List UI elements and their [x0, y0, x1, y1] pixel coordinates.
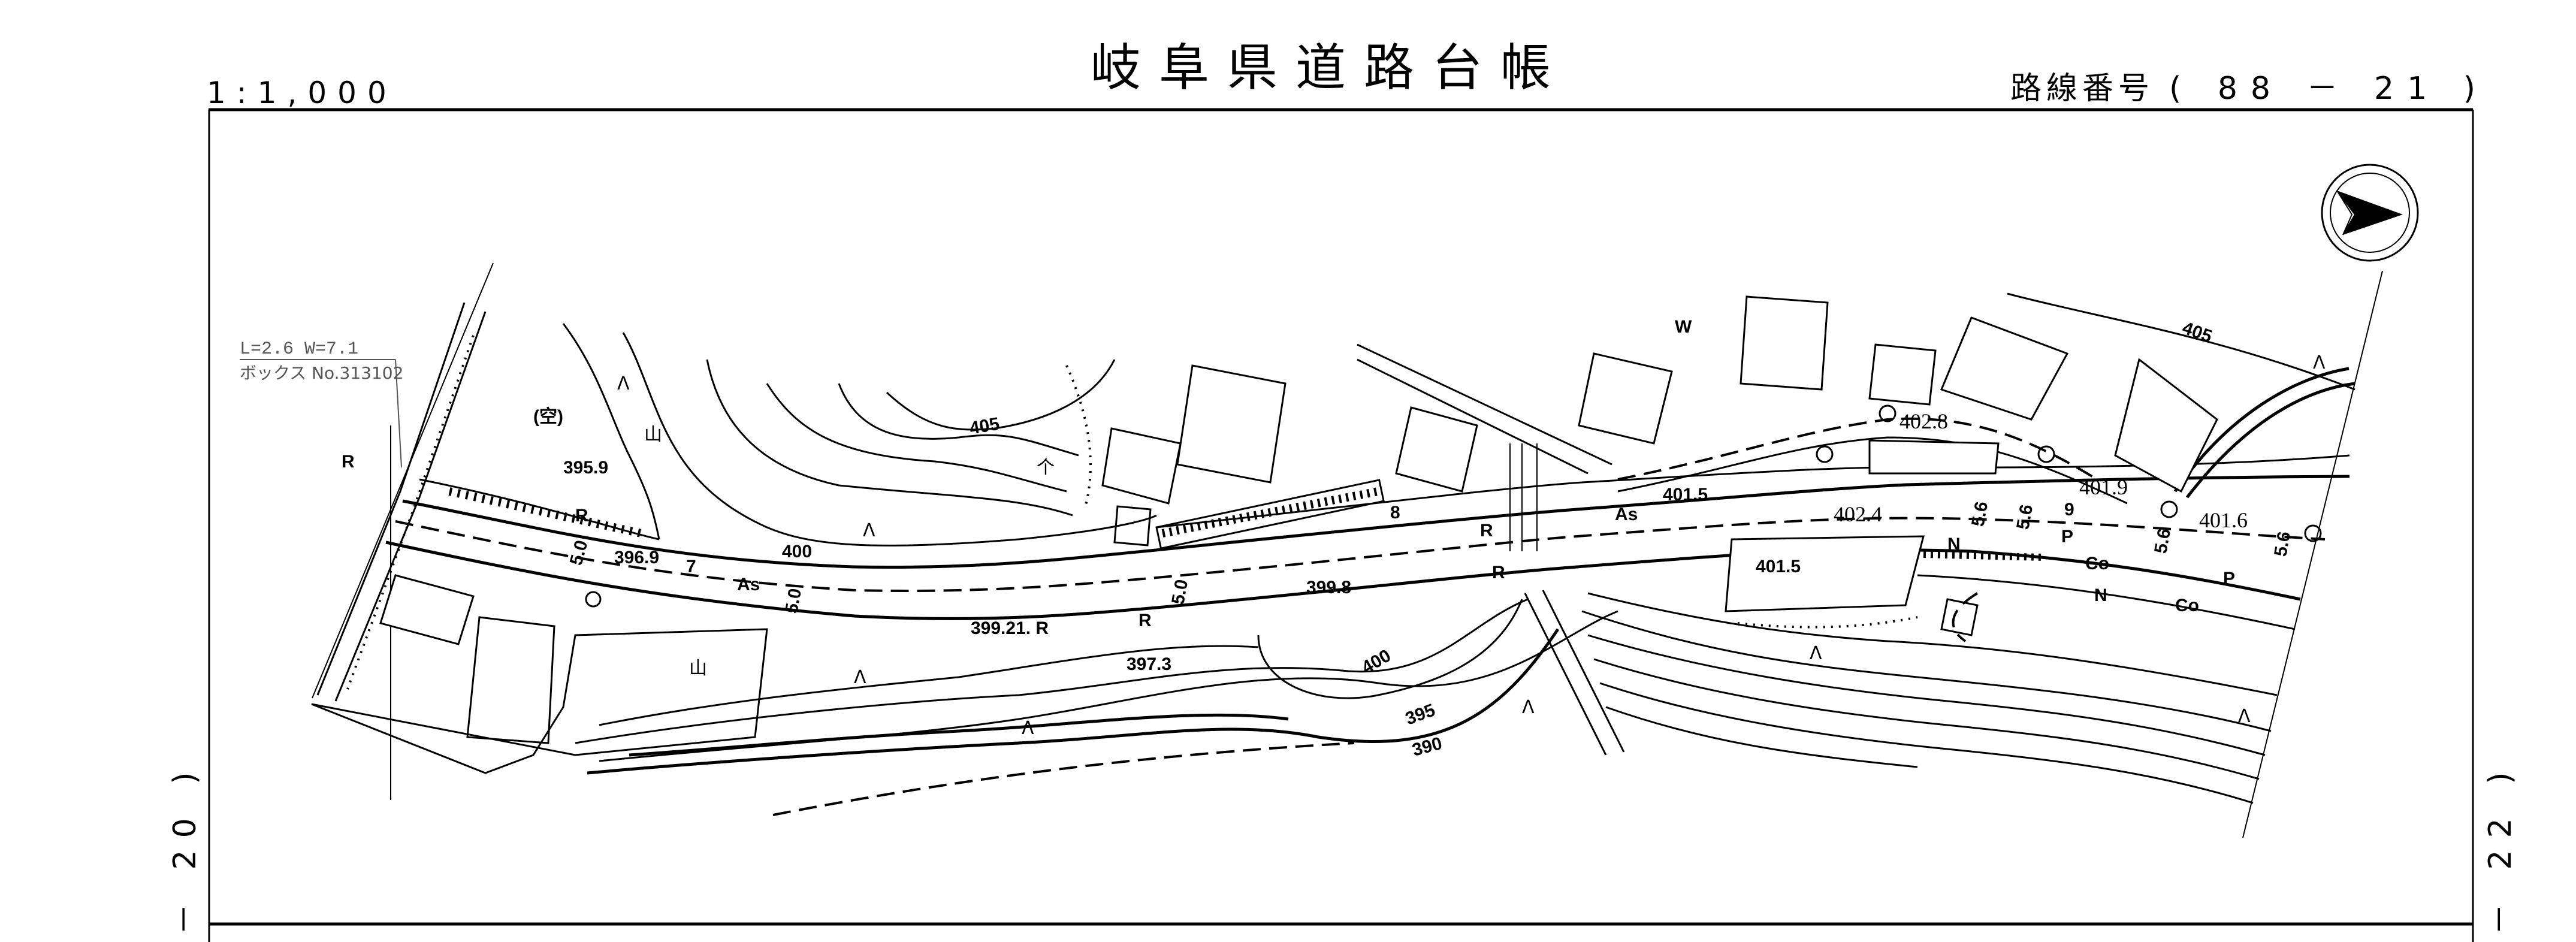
map-symbol-label: Co	[2085, 554, 2109, 573]
map-labels: (空) 395.9 396.9 As 405 400 399.8 399.21.…	[342, 317, 2294, 760]
station-label: 9	[2064, 500, 2074, 520]
svg-text:个: 个	[1037, 457, 1055, 478]
retaining-wall-label: R	[1492, 563, 1505, 582]
map-symbol-label: N	[1947, 535, 1961, 554]
station-label: 7	[686, 557, 696, 576]
svg-text:Λ: Λ	[863, 520, 875, 541]
width-label: 5.6	[1968, 500, 1992, 528]
surface-label: As	[1615, 505, 1638, 524]
map-symbol-label: W	[1675, 317, 1692, 337]
north-arrow-icon	[2321, 164, 2419, 262]
elevation-label: 401.6	[2199, 508, 2248, 532]
map-symbol-label: Co	[2175, 596, 2199, 615]
scale-label: 1:1,000	[207, 76, 397, 110]
box-structure-number: ボックス No.313102	[240, 363, 403, 383]
width-label: 5.6	[2151, 527, 2175, 555]
map-symbol-label: P	[2223, 569, 2235, 588]
width-label: 5.6	[2013, 503, 2037, 531]
map-symbols: ΛΛΛ ΛΛΛ ΛΛ个 山山	[585, 352, 2326, 739]
retaining-wall-label: R	[575, 506, 588, 526]
elevation-label: 401.5	[1663, 485, 1708, 505]
map-symbol-label: P	[2061, 527, 2073, 547]
svg-text:山: 山	[644, 424, 662, 445]
elevation-label: 395.9	[563, 458, 608, 478]
svg-text:Λ: Λ	[1810, 643, 1822, 664]
svg-text:Λ: Λ	[2313, 352, 2326, 373]
retaining-wall-label: R	[1138, 611, 1152, 630]
page-title: 岐阜県道路台帳	[1091, 38, 1569, 97]
elevation-label: 402.4	[1834, 502, 1882, 526]
surface-label: As	[737, 575, 760, 594]
elevation-label: 397.3	[1127, 654, 1171, 674]
station-label: 8	[1390, 503, 1400, 523]
svg-text:Λ: Λ	[617, 373, 630, 394]
elevation-label: 399.21. R	[971, 618, 1049, 638]
route-label: 路線番号	[2010, 71, 2154, 107]
width-label: 5.0	[1168, 578, 1192, 606]
contour-label: 405	[2180, 318, 2215, 347]
svg-text:Λ: Λ	[2238, 706, 2251, 727]
box-dimensions: L=2.6 W=7.1	[240, 339, 358, 360]
contour-label: 400	[1358, 645, 1394, 678]
contour-label: 400	[782, 542, 812, 561]
left-sheet-ref: － 20 )	[167, 760, 203, 935]
map-label: (空)	[533, 407, 563, 427]
svg-text:Λ: Λ	[1022, 718, 1034, 739]
route-number: ( 88 － 21 )	[2169, 71, 2489, 107]
svg-text:Λ: Λ	[1522, 697, 1535, 718]
elevation-label: 401.9	[2079, 475, 2128, 499]
elevation-label: 396.9	[614, 548, 659, 567]
elevation-label: 399.8	[1306, 578, 1351, 597]
elevation-label: 401.5	[1756, 557, 1801, 576]
elevation-label: 402.8	[1899, 409, 1948, 433]
width-label: 5.6	[2270, 530, 2294, 558]
right-sheet-ref: － 22 )	[2483, 760, 2518, 935]
svg-text:Λ: Λ	[854, 667, 866, 688]
retaining-wall-label: R	[342, 452, 355, 472]
retaining-wall-label: R	[1480, 521, 1493, 541]
width-label: 5.0	[566, 538, 592, 567]
map-area: L=2.6 W=7.1 ボックス No.313102	[240, 262, 2383, 838]
contour-label: 395	[1403, 700, 1438, 729]
svg-text:山: 山	[689, 658, 707, 679]
map-symbol-label: N	[2094, 585, 2107, 605]
width-label: 5.0	[781, 587, 805, 615]
